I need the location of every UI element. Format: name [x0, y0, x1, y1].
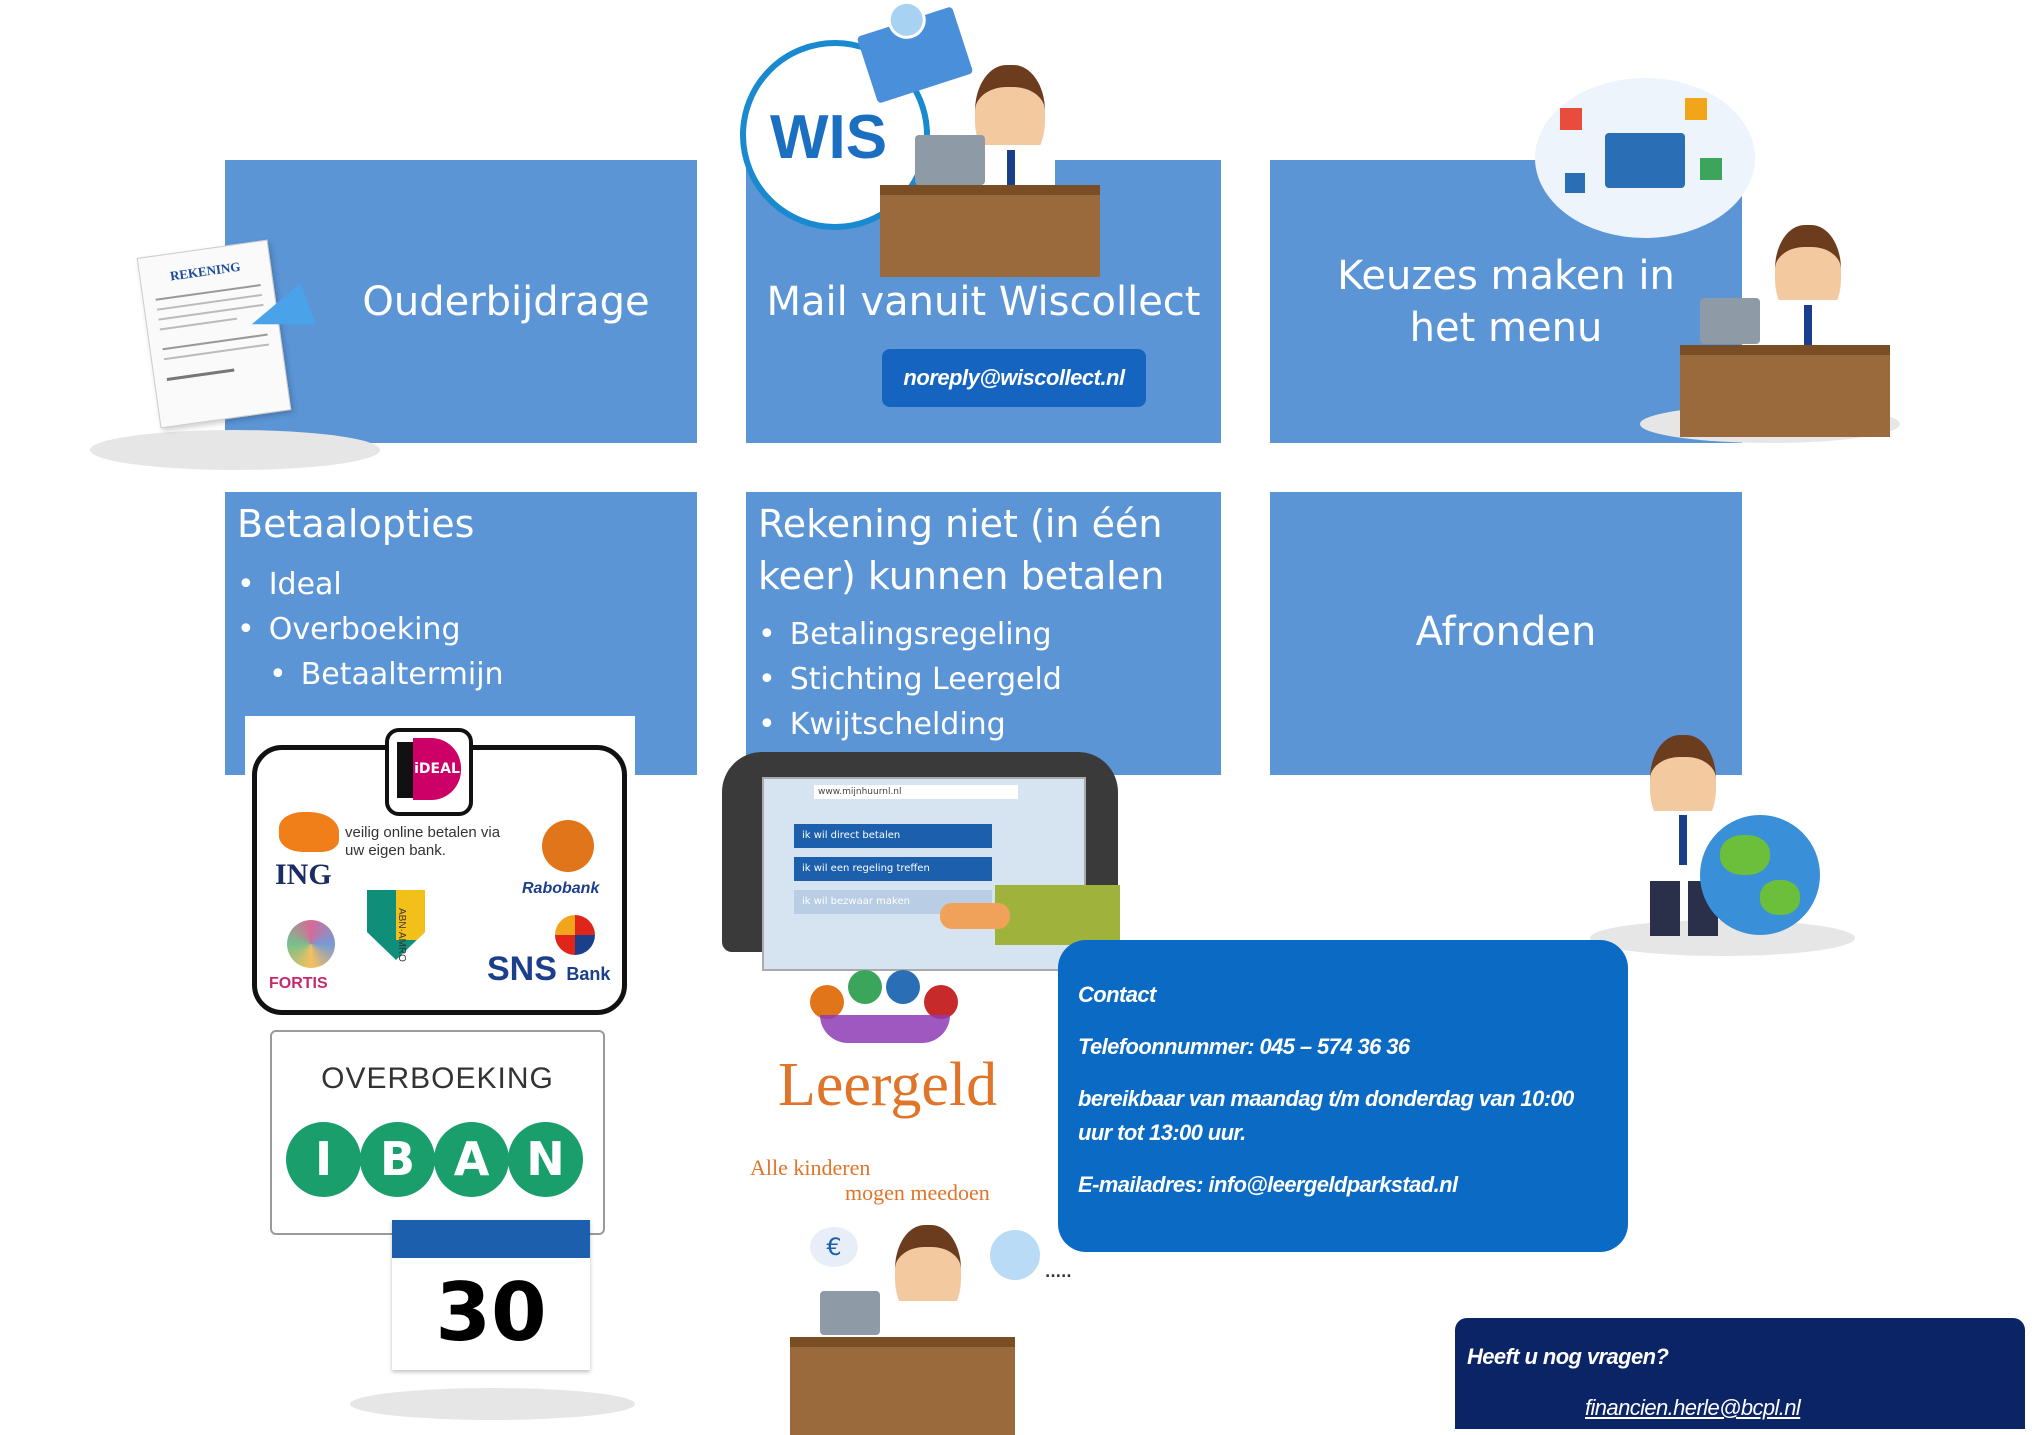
rabobank-icon — [542, 820, 594, 872]
invoice-shadow — [90, 430, 380, 470]
tile-afronden-label: Afronden — [1415, 609, 1597, 655]
list-item: Ideal — [237, 562, 504, 607]
man-at-desk-euro: € ..... — [790, 1225, 1090, 1435]
leergeld-logo — [800, 965, 975, 1045]
contact-phone: Telefoonnummer: 045 – 574 36 36 — [1078, 1034, 1410, 1059]
calendar-shadow — [350, 1388, 635, 1420]
leergeld-slogan-1: Alle kinderen — [750, 1155, 871, 1180]
tablet-url: www.mijnhuurnl.nl — [814, 785, 1018, 799]
betaalopties-list: Ideal Overboeking Betaaltermijn — [237, 562, 504, 697]
contact-box: Contact Telefoonnummer: 045 – 574 36 36 … — [1058, 940, 1628, 1252]
ideal-logo: iDEAL — [385, 728, 473, 816]
contact-heading: Contact — [1078, 982, 1156, 1007]
shopping-bubble-illustration — [1535, 78, 1755, 238]
globe-icon — [1700, 815, 1820, 935]
iban-letter: A — [434, 1122, 509, 1197]
fortis-icon — [287, 920, 335, 968]
contact-hours: bereikbaar van maandag t/m donderdag van… — [1078, 1086, 1574, 1145]
sns-pinwheel-icon — [555, 915, 595, 955]
rekening-list: Betalingsregeling Stichting Leergeld Kwi… — [758, 612, 1062, 747]
tile-ouderbijdrage-label: Ouderbijdrage — [362, 279, 650, 325]
contact-email: E-mailadres: info@leergeldparkstad.nl — [1078, 1172, 1458, 1197]
tile-keuzes-label: Keuzes maken in het menu — [1337, 253, 1675, 351]
list-item: Betaaltermijn — [237, 652, 504, 697]
man-with-globe — [1610, 735, 1820, 945]
bank-ing: ING — [275, 858, 332, 891]
bank-sns: SNS Bank — [487, 950, 610, 989]
ideal-tagline: veilig online betalen via uw eigen bank. — [345, 824, 501, 859]
overboeking-label: OVERBOEKING — [321, 1062, 554, 1095]
tile-ouderbijdrage[interactable]: Ouderbijdrage — [225, 160, 697, 443]
list-item: Kwijtschelding — [758, 702, 1062, 747]
ideal-logo-text: iDEAL — [413, 738, 461, 800]
man-at-desk-menu — [1680, 220, 1895, 437]
list-item: Betalingsregeling — [758, 612, 1062, 657]
questions-email-link[interactable]: financien.herle@bcpl.nl — [1585, 1395, 1801, 1420]
ellipsis-text: ..... — [1045, 1265, 1072, 1281]
tile-mail-label: Mail vanuit Wiscollect — [766, 279, 1201, 325]
betaalopties-title: Betaalopties — [237, 502, 475, 546]
tile-keuzes-menu[interactable]: Keuzes maken in het menu — [1270, 160, 1742, 443]
ideal-banks-card: iDEAL veilig online betalen via uw eigen… — [252, 728, 627, 1015]
bank-rabobank: Rabobank — [522, 880, 600, 897]
bank-sns-name: SNS — [487, 950, 557, 988]
list-item: Overboeking — [237, 607, 504, 652]
man-at-desk-mail — [880, 60, 1110, 277]
tablet-button: ik wil bezwaar maken — [794, 890, 992, 914]
iban-letter: I — [286, 1122, 361, 1197]
list-item: Stichting Leergeld — [758, 657, 1062, 702]
bank-fortis: FORTIS — [269, 975, 328, 992]
wis-logo-text: WIS — [770, 103, 888, 172]
tile-afronden[interactable]: Afronden — [1270, 492, 1742, 775]
bank-sns-suffix: Bank — [566, 964, 611, 984]
invoice-title: REKENING — [169, 258, 242, 284]
tile-rekening-niet-betalen[interactable]: Rekening niet (in één keer) kunnen betal… — [746, 492, 1221, 775]
tablet-button: ik wil een regeling treffen — [794, 857, 992, 881]
questions-box: Heeft u nog vragen? financien.herle@bcpl… — [1455, 1318, 2025, 1429]
iban-letter: N — [508, 1122, 583, 1197]
pointing-hand-icon — [940, 885, 1120, 945]
iban-letter: B — [360, 1122, 435, 1197]
ing-lion-icon — [279, 812, 339, 852]
bank-abn-amro: ABN·AMRO — [396, 908, 407, 962]
overboeking-iban-card: OVERBOEKING I B A N — [270, 1030, 605, 1235]
noreply-email-badge: noreply@wiscollect.nl — [882, 349, 1146, 407]
calendar-icon: 30 — [392, 1220, 590, 1370]
leergeld-slogan-2: mogen meedoen — [845, 1180, 990, 1205]
rekening-title: Rekening niet (in één keer) kunnen betal… — [758, 502, 1165, 598]
questions-text: Heeft u nog vragen? — [1467, 1344, 1669, 1369]
tablet-button: ik wil direct betalen — [794, 824, 992, 848]
leergeld-name: Leergeld — [778, 1051, 998, 1119]
globe-shadow — [1590, 920, 1855, 956]
calendar-day: 30 — [435, 1266, 547, 1359]
euro-icon: € — [810, 1227, 858, 1267]
